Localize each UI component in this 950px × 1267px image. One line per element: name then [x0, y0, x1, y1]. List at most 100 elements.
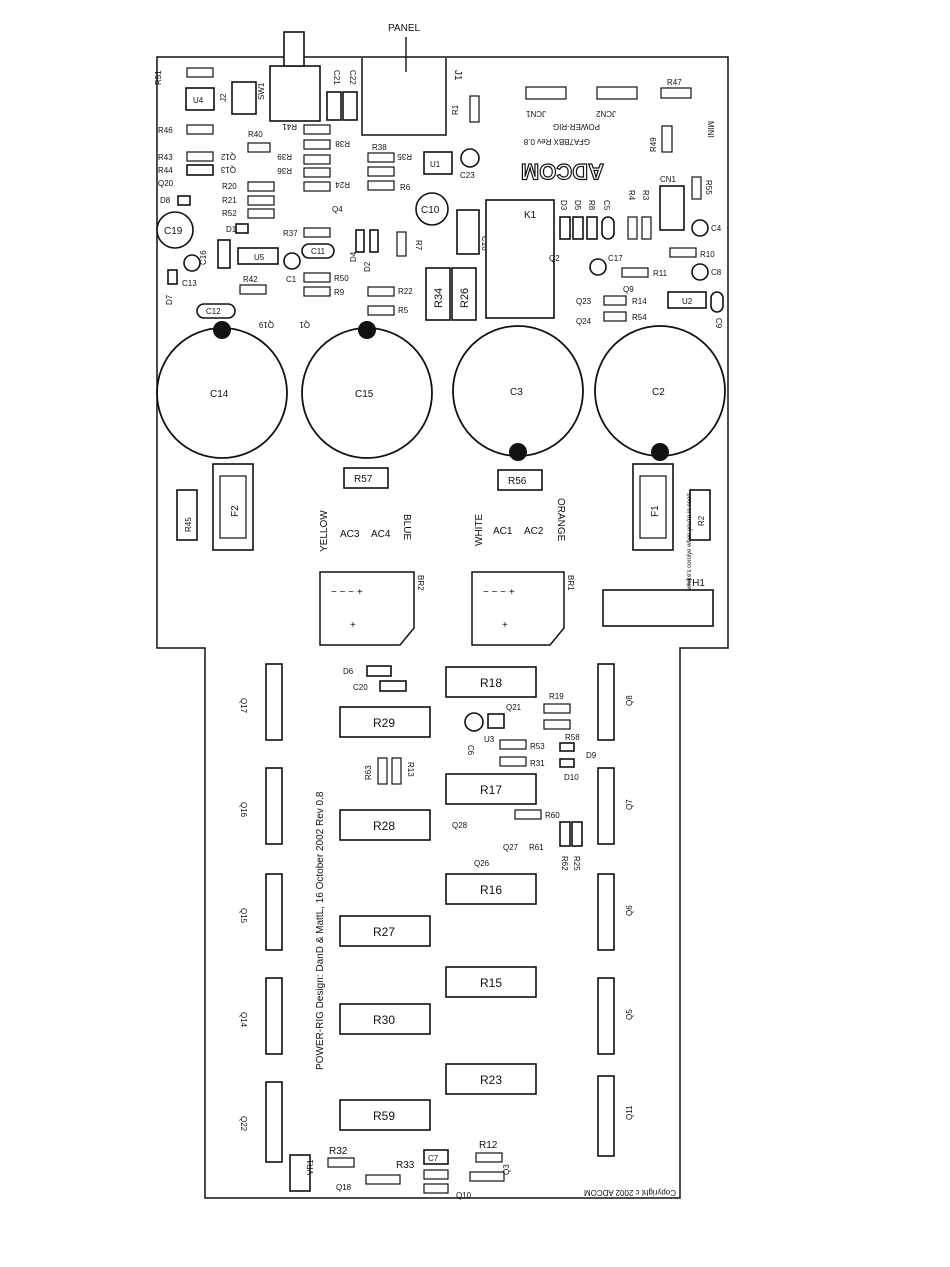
r50-label: R50 — [334, 274, 349, 283]
r3-label: R3 — [641, 190, 650, 201]
c8 — [691, 263, 709, 281]
r13 — [391, 757, 402, 785]
r1 — [469, 95, 480, 123]
r11-label: R11 — [653, 269, 668, 278]
q21-label: Q21 — [506, 703, 522, 712]
q4-label: Q4 — [332, 205, 343, 214]
fuse-f2-label: F2 — [230, 505, 241, 517]
board-title: GFA7BBX Rev 0.8 — [523, 137, 590, 146]
fuse-f2-body — [219, 475, 247, 539]
connector-j1 — [361, 58, 447, 136]
r4-label: R4 — [627, 190, 636, 201]
r32 — [327, 1157, 355, 1168]
c9-label: C9 — [714, 318, 723, 329]
r11 — [621, 267, 649, 278]
cap-c2-pin — [651, 443, 669, 461]
c17-label: C17 — [608, 254, 623, 263]
r20-label: R20 — [222, 182, 237, 191]
ac4: AC4 — [371, 529, 391, 540]
r3 — [641, 216, 652, 240]
k1-label: K1 — [524, 210, 537, 221]
d5 — [572, 216, 584, 240]
r47 — [660, 87, 692, 99]
r35-label-top: R38 — [372, 143, 387, 152]
r20 — [247, 181, 275, 192]
r22-label: R22 — [398, 287, 413, 296]
svg-text:Q8: Q8 — [625, 695, 634, 706]
c8-label: C8 — [711, 268, 722, 277]
r37-label: R37 — [283, 229, 298, 238]
c22 — [342, 91, 358, 121]
ac1: AC1 — [493, 526, 513, 537]
cap-c14-label: C14 — [210, 389, 229, 400]
cap-c2-label: C2 — [652, 387, 665, 398]
r63 — [377, 757, 388, 785]
c17 — [589, 258, 607, 276]
transistor-q15: Q15 — [239, 873, 283, 951]
r39 — [303, 154, 331, 165]
transistor-q6: Q6 — [597, 873, 634, 951]
d2 — [369, 229, 379, 253]
svg-text:Q5: Q5 — [625, 1009, 634, 1020]
r36-label: R36 — [277, 166, 292, 175]
q10-label: Q10 — [456, 1191, 472, 1200]
q20-label: Q20 — [158, 179, 174, 188]
th1-label: TH1 — [686, 578, 705, 589]
cap-c15-label: C15 — [355, 389, 374, 400]
q28-label: Q28 — [452, 821, 468, 830]
r2-label: R2 — [697, 515, 706, 526]
transistor-q16: Q16 — [239, 767, 283, 845]
d7 — [167, 269, 178, 285]
r47-label: R47 — [667, 78, 682, 87]
r19 — [543, 703, 571, 714]
c7 — [423, 1149, 449, 1165]
r10-label: R10 — [700, 250, 715, 259]
r51-label: R51 — [154, 70, 163, 85]
r35 — [367, 152, 395, 163]
r58 — [543, 719, 571, 730]
q9-label: Q9 — [623, 285, 634, 294]
r41-label: R41 — [282, 122, 297, 131]
transistor-q5: Q5 — [597, 977, 634, 1055]
br2-pins: − ~ ~ + — [331, 587, 363, 598]
j1-label: J1 — [452, 70, 463, 81]
r5 — [367, 305, 395, 316]
d8 — [177, 195, 191, 206]
r52 — [247, 208, 275, 219]
c20-label: C20 — [353, 683, 368, 692]
cap-c14-pin — [213, 321, 231, 339]
r43-label: R43 — [158, 153, 173, 162]
d7-label: D7 — [165, 294, 174, 305]
r50 — [303, 272, 331, 283]
r2 — [689, 489, 711, 541]
r55-label: R55 — [704, 180, 713, 195]
c11-label: C11 — [311, 247, 326, 256]
r17 — [445, 773, 537, 805]
r51 — [186, 67, 214, 78]
d6-label: D6 — [343, 667, 354, 676]
board-sub: POWER-RIG — [553, 122, 600, 131]
r59-label: R59 — [373, 1109, 395, 1123]
q24-label: Q24 — [576, 317, 592, 326]
r16-label: R16 — [480, 883, 502, 897]
k1-relay — [485, 199, 555, 319]
c19-label: C19 — [164, 226, 183, 237]
r19-label: R19 — [549, 692, 564, 701]
r8 — [586, 216, 598, 240]
sw1 — [269, 65, 321, 122]
r9 — [303, 286, 331, 297]
transistor-q7: Q7 — [597, 767, 634, 845]
r14 — [603, 295, 627, 306]
r28 — [339, 809, 431, 841]
c9 — [710, 291, 724, 313]
d9 — [559, 742, 575, 752]
c23 — [460, 148, 480, 168]
r30 — [339, 1003, 431, 1035]
c10b — [456, 209, 480, 255]
u1-label: U1 — [430, 160, 441, 169]
d8-label: D8 — [160, 196, 171, 205]
r15 — [445, 966, 537, 998]
r40-label: R40 — [248, 130, 263, 139]
r33 — [423, 1169, 449, 1180]
u5-label: U5 — [254, 253, 265, 262]
